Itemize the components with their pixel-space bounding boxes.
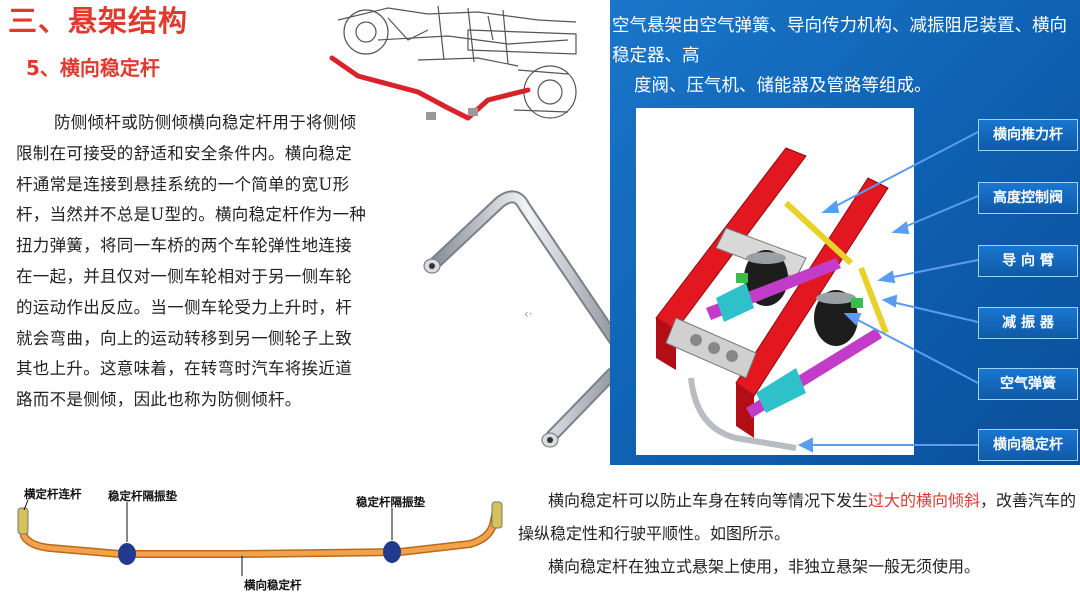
callout-lateral-thrust-rod: 横向推力杆 [978,119,1078,151]
function-paragraph: 横向稳定杆可以防止车身在转向等情况下发生过大的横向倾斜，改善汽车的操纵稳定性和行… [518,484,1078,550]
highlight-excessive-roll: 过大的横向倾斜 [868,491,981,510]
air-suspension-line-2: 度阀、压气机、储能器及管路等组成。 [634,76,932,96]
callout-arrows [797,131,979,453]
callout-stabilizer-bar: 横向稳定杆 [978,429,1078,461]
callout-air-spring: 空气弹簧 [978,368,1078,400]
label-bushing-right: 稳定杆隔振垫 [356,495,425,509]
usage-paragraph: 横向稳定杆在独立式悬架上使用，非独立悬架一般无须使用。 [548,557,981,576]
labeled-stabilizer-bar-diagram [10,480,510,600]
air-suspension-diagram [636,108,914,455]
section-title: 三、悬架结构 [8,4,189,38]
label-stabilizer-bar: 横向稳定杆 [244,578,302,592]
subsection-title: 5、横向稳定杆 [26,56,160,80]
suspension-linkage-illustration [318,0,580,128]
air-suspension-line-1: 空气悬架由空气弹簧、导向传力机构、减振阻尼装置、横向稳定器、高 [612,16,1067,66]
function-text-start: 横向稳定杆可以防止车身在转向等情况下发生 [548,491,869,510]
callout-guide-arm: 导 向 臂 [978,245,1078,277]
function-text-end: ，改善汽车的操纵稳定性和行驶平顺性。如图所示。 [518,491,1077,543]
callout-shock-absorber: 减 振 器 [978,307,1078,339]
label-bushing-left: 稳定杆隔振垫 [108,489,177,503]
air-suspension-description: 空气悬架由空气弹簧、导向传力机构、减振阻尼装置、横向稳定器、高 度阀、压气机、储… [612,11,1080,101]
stabilizer-function-text: 横向稳定杆可以防止车身在转向等情况下发生过大的横向倾斜，改善汽车的操纵稳定性和行… [518,484,1078,583]
callout-height-control-valve: 高度控制阀 [978,182,1078,214]
svg-text:‹·: ‹· [524,307,533,321]
anti-roll-bar-description: 防侧倾杆或防侧倾横向稳定杆用于将侧倾限制在可接受的舒适和安全条件内。横向稳定杆通… [16,113,367,410]
label-stabilizer-link: 横定杆连杆 [24,487,82,501]
